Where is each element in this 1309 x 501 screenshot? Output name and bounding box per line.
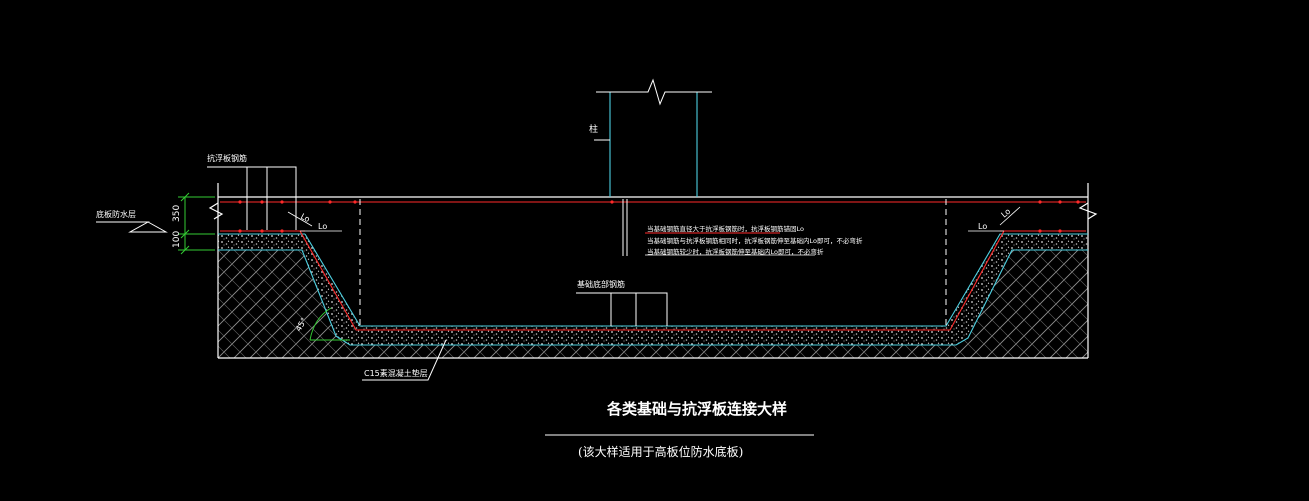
column-outline: [609, 92, 698, 197]
dimension-350: 350: [172, 205, 182, 222]
note-1: 当基础钢筋直径大于抗浮板钢筋时，抗浮板钢筋锚固Lo: [647, 224, 804, 233]
rebar-lines: [220, 201, 1086, 331]
lo-left-b: Lo: [318, 222, 327, 231]
waterproof-label: 底板防水层: [96, 209, 136, 219]
soil-hatch: [218, 250, 1088, 358]
lo-left-a: Lo: [299, 212, 311, 224]
lo-right-a: Lo: [978, 222, 987, 231]
note-2: 当基础钢筋与抗浮板钢筋相同时，抗浮板钢筋伸至基础内Lo即可，不必弯折: [647, 236, 863, 245]
slab-outline: [208, 183, 1098, 359]
drawing-title: 各类基础与抗浮板连接大样: [606, 400, 787, 418]
cushion-leader: [362, 339, 447, 381]
drawing-subtitle: (该大样适用于高板位防水底板): [578, 444, 743, 459]
column-label: 柱: [589, 123, 598, 135]
cushion-boundary: [218, 233, 1088, 346]
dimension-100: 100: [172, 231, 182, 248]
waterproof-leader: [96, 221, 168, 233]
lo-leaders-left: [287, 211, 342, 232]
column-rebar: [622, 199, 628, 256]
anti-float-rebar-label: 抗浮板钢筋: [207, 153, 247, 163]
cushion-layer: [218, 234, 1088, 345]
dimension-lines: [178, 192, 215, 255]
note-3: 当基础钢筋较少时，抗浮板钢筋伸至基础内Lo即可，不必弯折: [647, 247, 824, 256]
lo-right-b: Lo: [1000, 207, 1013, 220]
lo-leaders-right: [968, 206, 1021, 232]
column-break-line: [596, 78, 712, 106]
angle-marker: [309, 307, 350, 341]
anti-float-rebar-leader: [207, 166, 297, 230]
foundation-edges: [359, 199, 947, 325]
foundation-rebar-label: 基础底部钢筋: [577, 279, 625, 289]
cushion-label: C15素混凝土垫层: [364, 368, 428, 378]
rebar-dots: [238, 200, 1080, 233]
foundation-rebar-leader: [576, 292, 668, 326]
